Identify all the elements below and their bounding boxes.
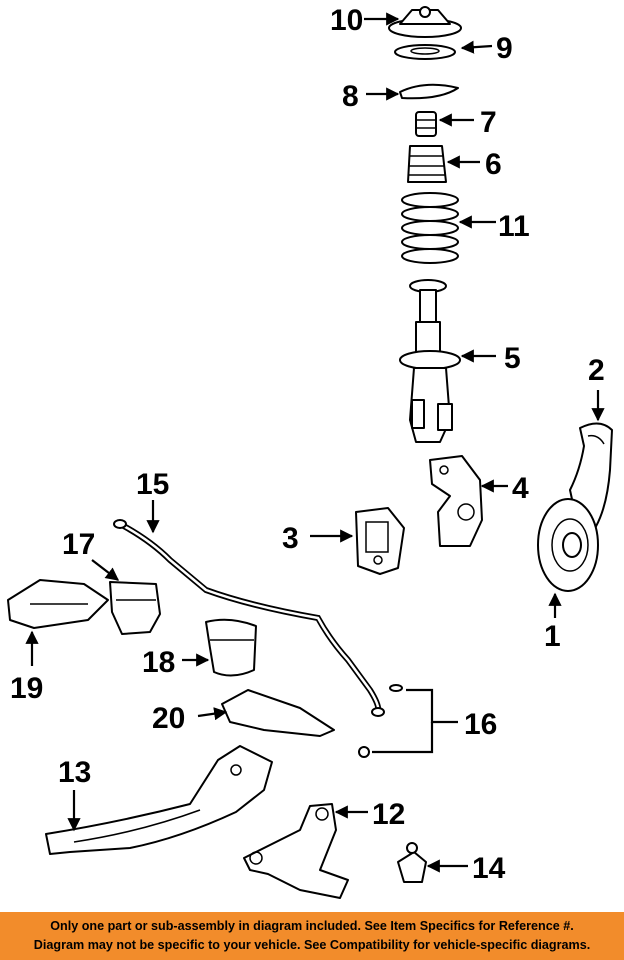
callout-17: 17 <box>62 528 95 561</box>
stabilizer-bushing <box>205 618 257 677</box>
brake-caliper <box>355 507 405 575</box>
callout-1: 1 <box>544 620 561 653</box>
dust-boot <box>407 145 447 183</box>
callout-19: 19 <box>10 672 43 705</box>
lower-control-arm <box>243 803 349 899</box>
callout-4: 4 <box>512 472 529 505</box>
callout-13: 13 <box>58 756 91 789</box>
bushing-bracket <box>109 581 161 635</box>
spring-seat-upper <box>399 83 459 100</box>
bump-stop <box>415 111 437 137</box>
callout-numbers: 10 9 8 7 6 11 5 2 4 3 1 15 17 18 19 20 1… <box>10 4 605 885</box>
callout-5: 5 <box>504 342 521 375</box>
crossmember <box>45 745 273 855</box>
steering-knuckle <box>429 455 483 547</box>
callout-8: 8 <box>342 80 359 113</box>
callout-3: 3 <box>282 522 299 555</box>
reinforcement-plate <box>221 689 335 737</box>
bearing-plate <box>394 44 456 60</box>
brake-rotor <box>537 498 599 592</box>
disclaimer-line-2: Diagram may not be specific to your vehi… <box>33 938 591 952</box>
callout-20: 20 <box>152 702 185 735</box>
callout-10: 10 <box>330 4 363 37</box>
ball-joint <box>397 842 427 883</box>
stabilizer-bar <box>113 519 385 717</box>
callout-15: 15 <box>136 468 169 501</box>
callout-11: 11 <box>498 210 530 243</box>
callout-2: 2 <box>588 354 605 387</box>
mount-bracket <box>7 579 109 629</box>
callout-6: 6 <box>485 148 502 181</box>
callout-14: 14 <box>472 852 506 885</box>
callout-18: 18 <box>142 646 175 679</box>
disclaimer-line-1: Only one part or sub-assembly in diagram… <box>50 919 574 933</box>
strut-assembly <box>399 279 461 443</box>
callout-7: 7 <box>480 106 497 139</box>
suspension-exploded-diagram: 10 9 8 7 6 11 5 2 4 3 1 15 17 18 19 20 1… <box>7 4 613 899</box>
callout-16: 16 <box>464 708 497 741</box>
strut-mount <box>388 6 462 38</box>
coil-spring <box>401 192 459 264</box>
callout-12: 12 <box>372 798 405 831</box>
callout-9: 9 <box>496 32 513 65</box>
leader-lines <box>25 12 605 873</box>
disclaimer-banner: Only one part or sub-assembly in diagram… <box>0 912 624 960</box>
link-hardware <box>358 684 403 758</box>
